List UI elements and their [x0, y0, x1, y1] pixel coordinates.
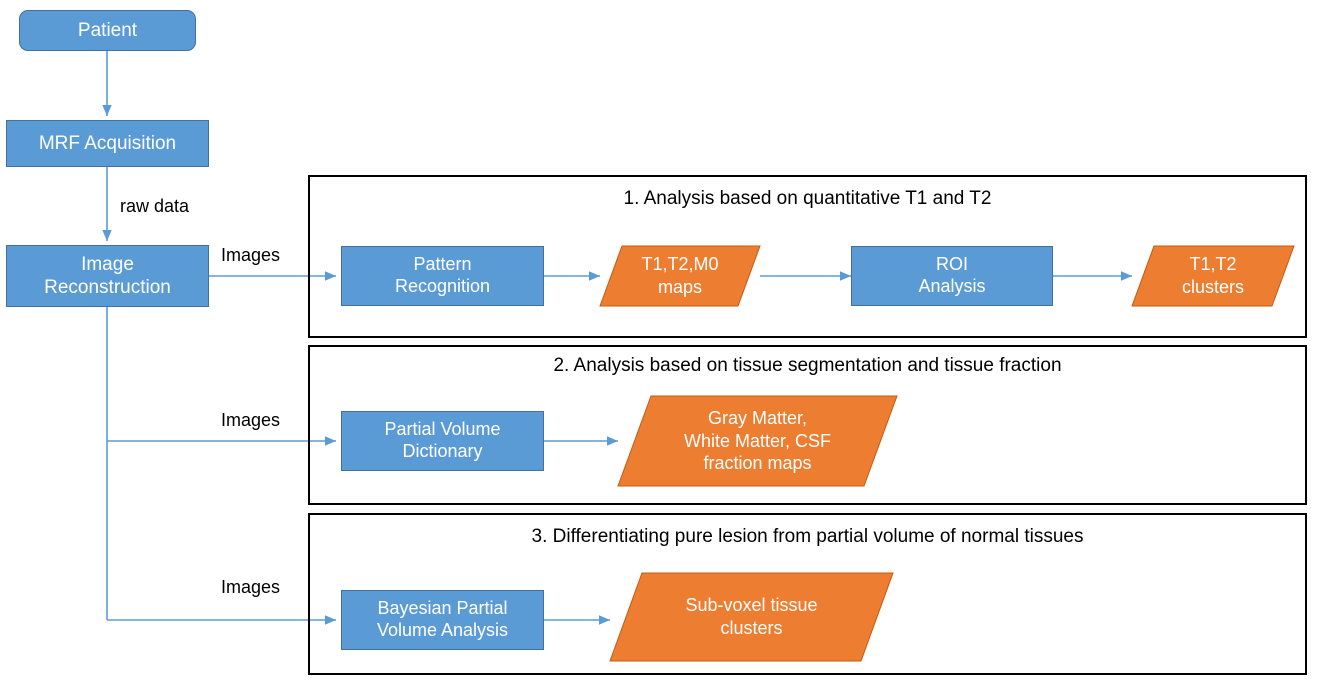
node-partial-volume-dictionary[interactable]: Partial Volume Dictionary	[341, 411, 544, 471]
section-title-1: 1. Analysis based on quantitative T1 and…	[623, 188, 992, 209]
parallelogram-shape	[599, 245, 761, 307]
node-t1t2-clusters[interactable]: T1,T2 clusters	[1131, 245, 1295, 307]
section-box-2	[308, 345, 1307, 505]
node-label: T1,T2,M0 maps	[641, 254, 719, 297]
edge-label-images-1: Images	[221, 245, 281, 265]
edge-label-images-3: Images	[221, 577, 281, 597]
parallelogram-shape	[1131, 245, 1295, 307]
node-roi-analysis[interactable]: ROI Analysis	[851, 246, 1053, 306]
node-fraction-maps[interactable]: Gray Matter, White Matter, CSF fraction …	[617, 395, 898, 487]
node-label: Gray Matter, White Matter, CSF fraction …	[683, 407, 832, 474]
node-patient[interactable]: Patient	[19, 10, 196, 51]
node-t1t2m0-maps[interactable]: T1,T2,M0 maps	[599, 245, 761, 307]
section-title-2: 2. Analysis based on tissue segmentation…	[553, 355, 1062, 376]
edge-label-raw-data: raw data	[120, 196, 190, 216]
parallelogram-shape	[617, 395, 898, 487]
section-title-3: 3. Differentiating pure lesion from part…	[531, 526, 1084, 547]
node-label: T1,T2 clusters	[1181, 254, 1244, 297]
node-mrf-acquisition[interactable]: MRF Acquisition	[6, 120, 209, 167]
node-subvoxel-clusters[interactable]: Sub-voxel tissue clusters	[609, 572, 894, 662]
section-box-1	[308, 175, 1307, 338]
node-pattern-recognition[interactable]: Pattern Recognition	[341, 246, 544, 306]
edge-label-images-2: Images	[221, 410, 281, 430]
node-label: Sub-voxel tissue clusters	[685, 595, 818, 638]
section-box-3	[308, 513, 1307, 675]
node-image-reconstruction[interactable]: Image Reconstruction	[6, 245, 209, 307]
parallelogram-shape	[609, 572, 894, 662]
node-bayesian-partial-volume-analysis[interactable]: Bayesian Partial Volume Analysis	[341, 590, 544, 650]
